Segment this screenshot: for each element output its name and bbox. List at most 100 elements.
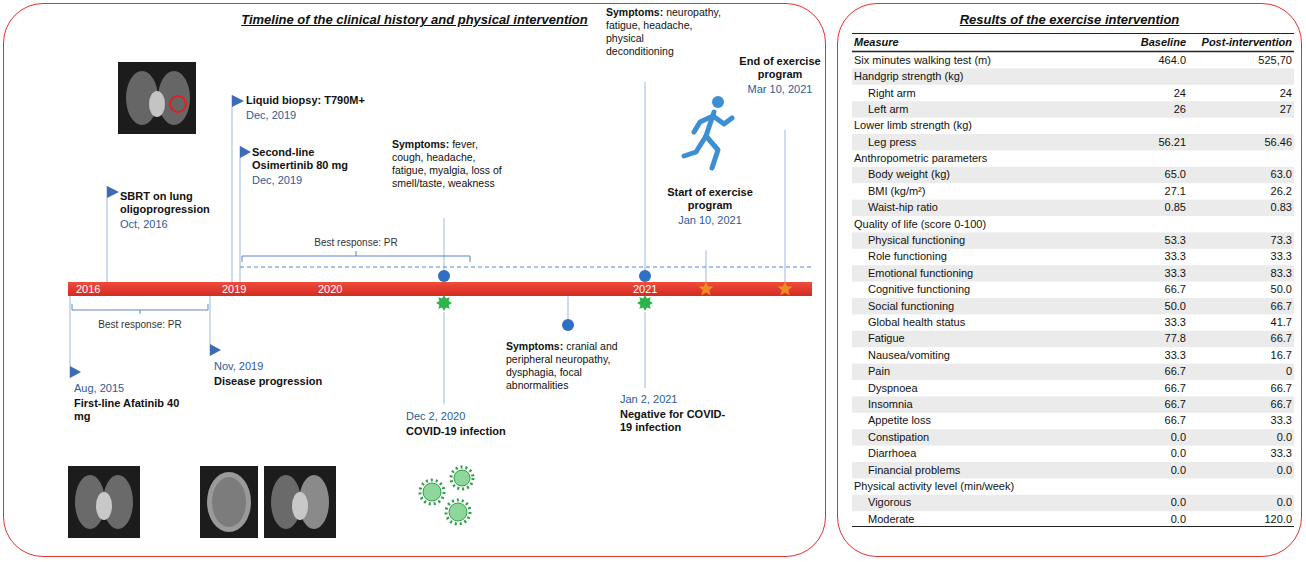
measure-cell: Physical functioning bbox=[868, 234, 965, 247]
event-date: Dec, 2019 bbox=[246, 109, 296, 122]
bracket bbox=[242, 251, 470, 262]
event-date: Jan 2, 2021 bbox=[620, 393, 678, 406]
ct-scan bbox=[68, 466, 140, 538]
value-cell: 0.0 bbox=[1171, 513, 1186, 526]
value-cell: 66.7 bbox=[1271, 398, 1292, 411]
measure-cell: Vigorous bbox=[868, 496, 911, 509]
value-cell: 0.0 bbox=[1277, 496, 1292, 509]
measure-cell: Role functioning bbox=[868, 250, 947, 263]
table-stripes bbox=[852, 68, 1294, 511]
value-cell: 66.7 bbox=[1271, 300, 1292, 313]
section-cell: Physical activity level (min/week) bbox=[854, 480, 1014, 493]
measure-cell: Leg press bbox=[868, 136, 916, 149]
value-cell: 0.0 bbox=[1171, 447, 1186, 460]
value-cell: 53.3 bbox=[1165, 234, 1186, 247]
section-cell: Handgrip strength (kg) bbox=[854, 70, 963, 83]
value-cell: 77.8 bbox=[1165, 332, 1186, 345]
event-flags bbox=[70, 95, 251, 378]
column-header: Post-intervention bbox=[1202, 36, 1292, 49]
panel-frame: Timeline of the clinical history and phy… bbox=[3, 3, 826, 557]
measure-cell: Nausea/vomiting bbox=[868, 349, 950, 362]
symptom-heading: Symptoms: bbox=[392, 138, 449, 150]
row-stripe bbox=[852, 396, 1294, 412]
value-cell: 0.0 bbox=[1277, 431, 1292, 444]
exercise-stars bbox=[698, 281, 792, 295]
event-label: Start of exercise program bbox=[664, 186, 756, 212]
value-cell: 0.0 bbox=[1277, 464, 1292, 477]
value-cell: 56.21 bbox=[1158, 136, 1186, 149]
row-stripe bbox=[852, 462, 1294, 478]
measure-cell: Appetite loss bbox=[868, 414, 931, 427]
value-cell: 0.0 bbox=[1171, 464, 1186, 477]
measure-cell: Left arm bbox=[868, 103, 908, 116]
bracket bbox=[72, 304, 208, 314]
measure-cell: Constipation bbox=[868, 431, 929, 444]
symptom-heading: Symptoms: bbox=[606, 6, 663, 18]
row-stripe bbox=[852, 364, 1294, 380]
value-cell: 525,70 bbox=[1258, 54, 1292, 67]
response-dashed-line bbox=[240, 267, 812, 268]
event-date: Nov, 2019 bbox=[214, 360, 263, 373]
runner-icon bbox=[684, 96, 732, 168]
row-stripe bbox=[852, 265, 1294, 281]
event-dots bbox=[438, 270, 651, 331]
event-date: Oct, 2016 bbox=[120, 218, 168, 231]
measure-cell: Body weight (kg) bbox=[868, 168, 950, 181]
virus-icons bbox=[420, 467, 473, 524]
measure-cell: Social functioning bbox=[868, 300, 954, 313]
symptom-note: Symptoms:neuropathy, fatigue, headache, … bbox=[606, 6, 706, 58]
value-cell: 26 bbox=[1174, 103, 1186, 116]
value-cell: 464.0 bbox=[1158, 54, 1186, 67]
measure-cell: Right arm bbox=[868, 87, 916, 100]
value-cell: 50.0 bbox=[1271, 283, 1292, 296]
panel-title: Results of the exercise intervention bbox=[838, 12, 1301, 28]
value-cell: 16.7 bbox=[1271, 349, 1292, 362]
value-cell: 120.0 bbox=[1264, 513, 1292, 526]
event-label: SBRT on lung oligoprogression bbox=[120, 190, 218, 216]
measure-cell: Six minutes walking test (m) bbox=[854, 54, 991, 67]
value-cell: 66.7 bbox=[1165, 382, 1186, 395]
year-label: 2020 bbox=[318, 282, 342, 296]
value-cell: 33.3 bbox=[1271, 250, 1292, 263]
event-label: Liquid biopsy: T790M+ bbox=[246, 94, 406, 107]
column-header: Measure bbox=[854, 36, 899, 49]
symptom-note: Symptoms:fever, cough, headache, fatigue… bbox=[392, 138, 504, 190]
measure-cell: BMI (kg/m²) bbox=[868, 185, 925, 198]
row-stripe bbox=[852, 101, 1294, 117]
value-cell: 83.3 bbox=[1271, 267, 1292, 280]
row-stripe bbox=[852, 429, 1294, 445]
value-cell: 41.7 bbox=[1271, 316, 1292, 329]
event-date: Jan 10, 2021 bbox=[664, 214, 756, 227]
value-cell: 50.0 bbox=[1165, 300, 1186, 313]
measure-cell: Diarrhoea bbox=[868, 447, 916, 460]
value-cell: 63.0 bbox=[1271, 168, 1292, 181]
event-label: First-line Afatinib 40 mg bbox=[74, 397, 184, 423]
row-stripe bbox=[852, 495, 1294, 511]
column-header: Baseline bbox=[1141, 36, 1186, 49]
ct-scan bbox=[264, 466, 336, 538]
value-cell: 33.3 bbox=[1165, 267, 1186, 280]
value-cell: 66.7 bbox=[1271, 332, 1292, 345]
value-cell: 56.46 bbox=[1264, 136, 1292, 149]
row-stripe bbox=[852, 200, 1294, 216]
value-cell: 33.3 bbox=[1271, 414, 1292, 427]
value-cell: 24 bbox=[1280, 87, 1292, 100]
table-rules bbox=[852, 34, 1294, 527]
event-date: Dec 2, 2020 bbox=[406, 410, 465, 423]
value-cell: 73.3 bbox=[1271, 234, 1292, 247]
value-cell: 0.85 bbox=[1165, 201, 1186, 214]
value-cell: 27 bbox=[1280, 103, 1292, 116]
section-cell: Quality of life (score 0-100) bbox=[854, 218, 986, 231]
measure-cell: Pain bbox=[868, 365, 890, 378]
value-cell: 24 bbox=[1174, 87, 1186, 100]
value-cell: 33.3 bbox=[1165, 349, 1186, 362]
measure-cell: Cognitive functioning bbox=[868, 283, 970, 296]
symptom-heading: Symptoms: bbox=[506, 340, 563, 352]
value-cell: 27.1 bbox=[1165, 185, 1186, 198]
year-label: 2016 bbox=[76, 282, 100, 296]
symptom-note: Symptoms:cranial and peripheral neuropat… bbox=[506, 340, 618, 392]
section-cell: Lower limb strength (kg) bbox=[854, 119, 972, 132]
event-label: End of exercise program bbox=[738, 55, 822, 81]
